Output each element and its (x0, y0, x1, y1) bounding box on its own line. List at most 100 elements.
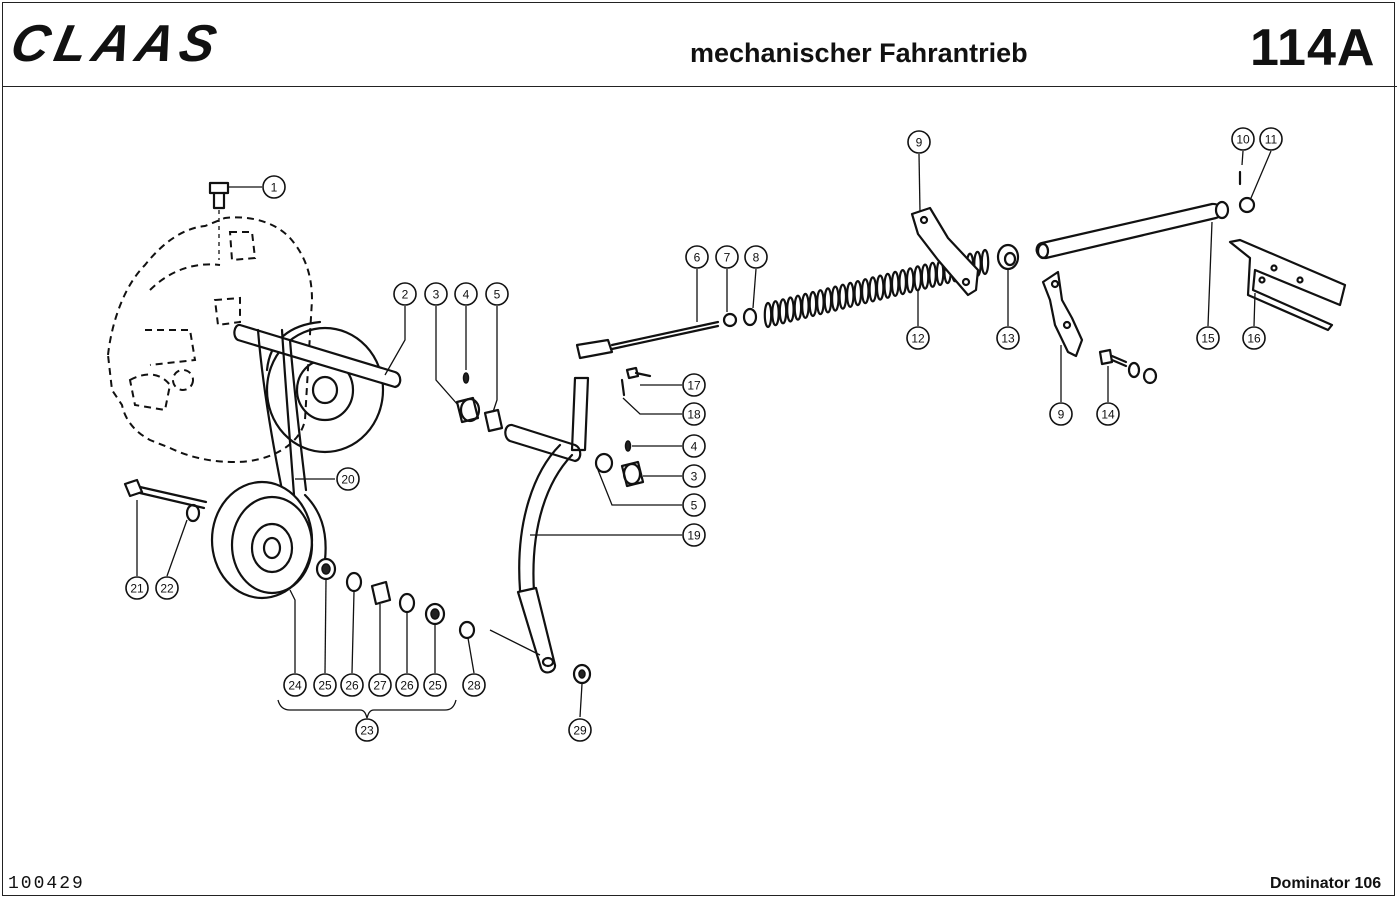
callout-23: 23 (355, 718, 379, 742)
model-name: Dominator 106 (1270, 875, 1382, 892)
callout-circle (393, 282, 417, 306)
callout-29: 29 (568, 718, 592, 742)
callout-label: 7 (724, 251, 731, 265)
callout-circle (682, 402, 706, 426)
callout-label: 27 (373, 679, 387, 693)
callout-12: 12 (906, 326, 930, 350)
callout-label: 25 (318, 679, 332, 693)
callout-circle (996, 326, 1020, 350)
callout-26: 26 (340, 673, 364, 697)
callout-label: 9 (1058, 408, 1065, 422)
spring-coil (830, 285, 840, 312)
spring-coil (928, 261, 937, 288)
callout-8: 8 (744, 245, 768, 269)
bearing-set-23 (277, 557, 476, 719)
callout-label: 6 (694, 251, 701, 265)
callout-label: 19 (687, 529, 701, 543)
callout-label: 1 (271, 181, 278, 195)
callout-circle (155, 576, 179, 600)
page-number: 114A (1250, 19, 1376, 77)
callout-circle (744, 245, 768, 269)
callout-circle (1242, 326, 1266, 350)
callout-label: 4 (463, 288, 470, 302)
callout-circle (906, 326, 930, 350)
spring-coil (860, 278, 870, 305)
rod-part-6 (575, 307, 758, 360)
callout-label: 20 (341, 473, 355, 487)
callout-15: 15 (1196, 326, 1220, 350)
callout-circle (682, 434, 706, 458)
callout-label: 26 (345, 679, 359, 693)
callout-1: 1 (262, 175, 286, 199)
callout-label: 5 (494, 288, 501, 302)
callout-5: 5 (485, 282, 509, 306)
callout-13: 13 (996, 326, 1020, 350)
gearbox-housing (106, 216, 314, 464)
callout-circle (336, 467, 360, 491)
tube-part-15 (1035, 200, 1230, 260)
callout-label: 28 (467, 679, 481, 693)
callout-circle (313, 673, 337, 697)
callout-label: 29 (573, 724, 587, 738)
shaft-part-2 (233, 323, 402, 389)
bolt-part-21 (123, 478, 208, 523)
callout-label: 14 (1101, 408, 1115, 422)
callout-label: 13 (1001, 332, 1015, 346)
callout-circle (682, 493, 706, 517)
spring-coil (890, 270, 900, 297)
callout-circle (283, 673, 307, 697)
spring-coil (808, 290, 818, 318)
callout-label: 3 (433, 288, 440, 302)
spring-coil (883, 272, 893, 299)
callout-28: 28 (462, 673, 486, 697)
callout-19: 19 (682, 523, 706, 547)
callout-label: 26 (400, 679, 414, 693)
callout-circle (454, 282, 478, 306)
callout-label: 15 (1201, 332, 1215, 346)
callout-circle (1096, 402, 1120, 426)
callout-circle (340, 673, 364, 697)
spring-coil (898, 269, 908, 296)
spring-coil (816, 289, 825, 316)
callout-27: 27 (368, 673, 392, 697)
callout-label: 8 (753, 251, 760, 265)
callout-label: 21 (130, 582, 144, 596)
spring-coil (823, 287, 833, 314)
callout-label: 9 (916, 136, 923, 150)
callout-label: 23 (360, 724, 374, 738)
callout-24: 24 (283, 673, 307, 697)
spring-coil (786, 296, 795, 323)
callout-16: 16 (1242, 326, 1266, 350)
callout-label: 22 (160, 582, 174, 596)
callout-14: 14 (1096, 402, 1120, 426)
callout-21: 21 (125, 576, 149, 600)
callout-circle (685, 245, 709, 269)
pulley-part-24 (210, 480, 327, 600)
callout-circle (682, 464, 706, 488)
callout-circle (715, 245, 739, 269)
callout-circle (462, 673, 486, 697)
callout-circle (485, 282, 509, 306)
spring-coil (868, 276, 878, 303)
nut-part-29 (572, 663, 592, 685)
callout-5: 5 (682, 493, 706, 517)
callout-label: 12 (911, 332, 925, 346)
doc-number: 100429 (8, 874, 85, 894)
callout-6: 6 (685, 245, 709, 269)
callout-label: 25 (428, 679, 442, 693)
callout-9: 9 (907, 130, 931, 154)
callout-circle (395, 673, 419, 697)
callout-label: 16 (1247, 332, 1261, 346)
spring-coil (905, 267, 915, 294)
callout-label: 2 (402, 288, 409, 302)
callout-7: 7 (715, 245, 739, 269)
spring-coil (838, 283, 848, 310)
callout-circle (682, 523, 706, 547)
spring-coil (845, 281, 855, 308)
callout-circle (1259, 127, 1283, 151)
callout-25: 25 (423, 673, 447, 697)
page-title: mechanischer Fahrantrieb (690, 38, 1028, 68)
callout-18: 18 (682, 402, 706, 426)
